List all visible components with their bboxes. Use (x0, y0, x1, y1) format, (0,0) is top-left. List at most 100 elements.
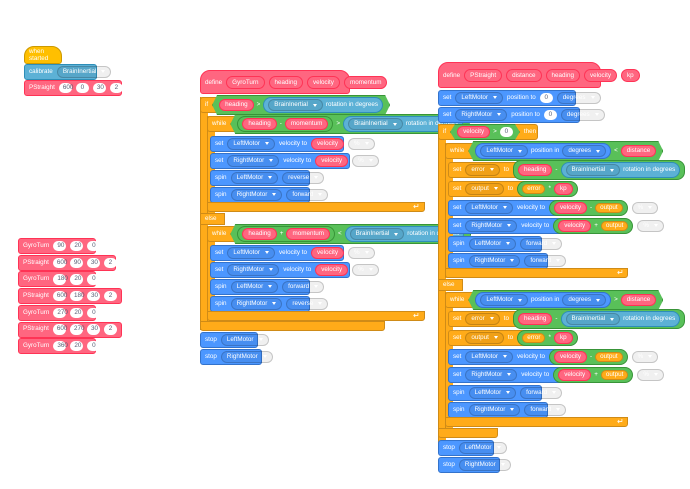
heading-input[interactable]: 0 (75, 82, 89, 94)
sequence-arg-input[interactable]: 0 (87, 240, 101, 252)
sequence-arg-input[interactable]: 270 (53, 307, 68, 318)
pstraight-name: PStraight (464, 68, 503, 82)
distance-input[interactable]: 600 (58, 82, 73, 94)
heading-reporter[interactable]: heading (219, 99, 253, 111)
sequence-arg-input[interactable]: 600 (52, 257, 67, 268)
plus-operator[interactable]: heading + momentum (237, 226, 335, 242)
while-4-bottom (445, 417, 628, 427)
param-velocity-2[interactable]: velocity (583, 68, 617, 82)
sequence-arg-input[interactable]: 90 (69, 257, 83, 268)
sequence-arg-input[interactable]: 2 (104, 290, 117, 302)
sequence-arg-input[interactable]: 90 (53, 240, 67, 252)
define-gyroturn-hat[interactable]: define GyroTurn heading velocity momentu… (200, 70, 388, 94)
sequence-arg-input[interactable]: 20 (70, 341, 84, 352)
sequence-arg-input[interactable]: 20 (70, 274, 84, 285)
sensor-dropdown[interactable]: BrainInertial (56, 65, 112, 79)
param-kp[interactable]: kp (620, 68, 640, 82)
param-velocity[interactable]: velocity (306, 75, 340, 89)
sequence-arg-input[interactable]: 600 (52, 290, 67, 302)
calibrate-block[interactable]: calibrate BrainInertial (24, 64, 112, 80)
sequence-arg-input[interactable]: 20 (70, 307, 84, 318)
sequence-arg-input[interactable]: 0 (87, 307, 101, 318)
sequence-arg-input[interactable]: 2 (104, 324, 117, 335)
right-position-input[interactable]: 0 (543, 109, 557, 121)
sequence-arg-input[interactable]: 30 (87, 290, 100, 302)
sequence-arg-input[interactable]: 270 (69, 324, 84, 335)
pstraight-call-block[interactable]: PStraight 600 0 30 2 (24, 80, 123, 96)
when-started-hat-block[interactable]: when started (24, 46, 62, 64)
minus-operator[interactable]: heading - momentum (237, 116, 333, 132)
sequence-arg-input[interactable]: 30 (86, 257, 100, 268)
sequence-arg-input[interactable]: 360 (53, 341, 68, 352)
sequence-arg-input[interactable]: 0 (87, 274, 101, 285)
sequence-arg-input[interactable]: 20 (70, 240, 84, 252)
sequence-arg-input[interactable]: 180 (53, 274, 68, 285)
param-heading-2[interactable]: heading (545, 68, 580, 82)
param-heading[interactable]: heading (268, 75, 303, 89)
gt-operator-3[interactable]: velocity > 0 (450, 124, 520, 140)
sequence-arg-input[interactable]: 600 (52, 324, 67, 335)
param-momentum[interactable]: momentum (343, 75, 388, 89)
sequence-arg-input[interactable]: 30 (87, 324, 100, 335)
sequence-arg-input[interactable]: 180 (69, 290, 84, 302)
define-pstraight-hat[interactable]: define PStraight distance heading veloci… (438, 62, 640, 88)
kp-input[interactable]: 2 (109, 82, 123, 94)
while-block-1[interactable]: while heading - momentum > BrainInertial… (207, 116, 423, 132)
velocity-input[interactable]: 30 (92, 82, 106, 94)
while-block-2[interactable]: while heading + momentum < BrainInertial… (207, 226, 423, 242)
param-distance[interactable]: distance (506, 68, 542, 82)
sequence-arg-input[interactable]: 2 (103, 257, 117, 268)
if-block-header-2[interactable]: if velocity > 0 then (438, 124, 538, 140)
output-times-op[interactable]: error* kp (517, 180, 578, 198)
sequence-arg-input[interactable]: 0 (87, 341, 101, 352)
left-position-input[interactable]: 0 (539, 92, 553, 104)
